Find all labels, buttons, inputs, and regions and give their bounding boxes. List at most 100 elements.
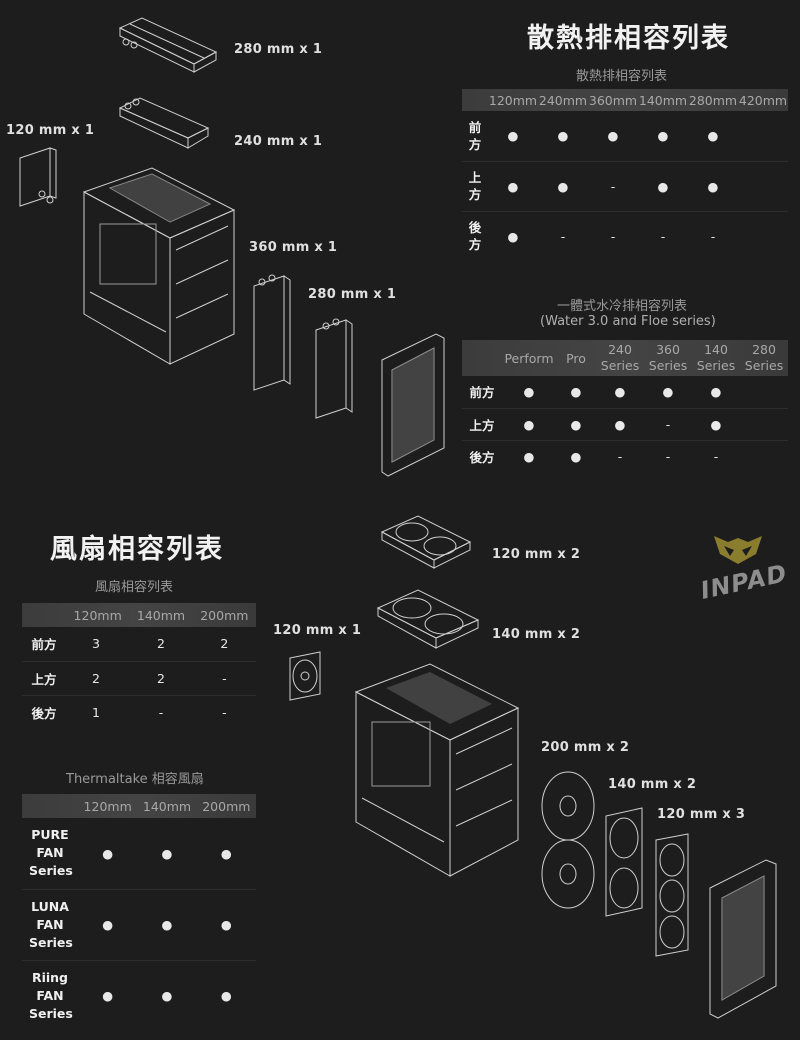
cell: ●	[220, 845, 232, 861]
front-panel-bottom-illustration	[706, 856, 782, 1024]
cell: ●	[523, 448, 535, 464]
cell: ●	[614, 416, 626, 432]
radiator-table-header: 120mm 240mm 360mm 140mm 280mm 420mm	[462, 89, 788, 111]
col-header: 200mm	[200, 607, 249, 623]
cell	[738, 161, 788, 211]
col-header: 360mm	[588, 92, 638, 108]
label-fan-rear-120: 120 mm x 1	[273, 623, 362, 638]
cell: ●	[102, 917, 114, 932]
label-fan-front-120: 120 mm x 3	[657, 807, 746, 822]
aio-subtitle-line1: 一體式水冷排相容列表	[557, 299, 688, 314]
cell: ●	[557, 128, 569, 144]
cell: 3	[92, 636, 100, 652]
cell: -	[158, 704, 164, 720]
fan-table-header: 120mm 140mm 200mm	[22, 603, 256, 627]
cell: ●	[507, 178, 519, 194]
cell: ●	[707, 128, 719, 144]
label-rad-240: 240 mm x 1	[234, 134, 323, 149]
row-header: 後方	[468, 220, 482, 253]
cell: 2	[220, 636, 229, 652]
cell: -	[665, 448, 671, 464]
radiator-120-illustration	[16, 144, 62, 210]
cell: ●	[707, 178, 719, 194]
owl-logo-icon	[714, 536, 762, 564]
col-header: 240mm	[538, 92, 588, 108]
row-header: 後方	[31, 705, 57, 721]
radiator-360-illustration	[250, 272, 296, 396]
row-header: 上方	[31, 671, 57, 687]
cell	[738, 111, 788, 161]
row-header: 前方	[469, 385, 495, 401]
cell: ●	[570, 448, 582, 464]
cell: ●	[523, 384, 535, 400]
cell: -	[610, 178, 616, 194]
fans-front-140-illustration	[602, 804, 646, 920]
label-fan-top-120: 120 mm x 2	[492, 547, 581, 562]
label-fan-top-140: 140 mm x 2	[492, 627, 581, 642]
cell: ●	[507, 128, 519, 144]
row-header: 後方	[469, 449, 495, 465]
cell: -	[617, 448, 623, 464]
cell: -	[660, 228, 666, 244]
table-row: 前方 ● ● ● ● ●	[462, 111, 788, 161]
cell: ●	[710, 416, 722, 432]
tt-subtitle: Thermaltake 相容風扇	[66, 772, 204, 787]
cell: -	[610, 228, 616, 244]
cell: 2	[157, 636, 165, 652]
cell: ●	[607, 128, 619, 144]
inpad-logo: INPAD	[698, 532, 790, 606]
fans-front-200-illustration	[538, 766, 602, 914]
radiator-280-top-illustration	[112, 14, 222, 78]
table-row: 後方 ● - - - -	[462, 211, 788, 261]
col-header: 140mm	[638, 92, 688, 108]
pc-case-bottom-illustration	[352, 660, 530, 886]
cell	[738, 211, 788, 261]
fans-top-140-illustration	[374, 586, 484, 656]
cell: ●	[657, 128, 669, 144]
col-header: 120mm	[73, 607, 122, 623]
cell: ●	[570, 384, 582, 400]
row-header: 上方	[468, 170, 482, 202]
cell: ●	[557, 178, 569, 194]
table-row: LUNA FAN Series ● ● ●	[22, 889, 256, 960]
cell: ●	[523, 416, 535, 432]
cell: -	[560, 228, 566, 244]
col-header: 120mm	[83, 798, 132, 814]
col-header: 140mm	[142, 798, 192, 814]
label-rad-280-front: 280 mm x 1	[308, 287, 397, 302]
pc-case-top-illustration	[80, 164, 250, 374]
front-panel-top-illustration	[378, 330, 452, 480]
cell: ●	[507, 228, 519, 244]
tt-table: 120mm 140mm 200mm PURE FAN Series ● ● ● …	[22, 794, 256, 1031]
col-header: 140mm	[136, 607, 186, 623]
cell: -	[713, 448, 719, 464]
cell: 1	[92, 704, 100, 720]
table-row: 後方 1 - -	[22, 695, 256, 729]
label-fan-front-140: 140 mm x 2	[608, 777, 697, 792]
cell: -	[665, 416, 671, 432]
cell	[740, 376, 788, 408]
tt-table-header: 120mm 140mm 200mm	[22, 794, 256, 818]
row-header: 前方	[468, 119, 482, 152]
col-header: Pro	[566, 350, 586, 366]
row-header: 前方	[31, 637, 57, 653]
cell: ●	[161, 917, 173, 932]
row-header: Riing FAN Series	[29, 969, 73, 1021]
table-row: 上方 ● ● - ● ●	[462, 161, 788, 211]
cell	[740, 408, 788, 440]
table-row: 上方 ● ● ● - ●	[462, 408, 788, 440]
table-row: Riing FAN Series ● ● ●	[22, 960, 256, 1031]
cell: -	[710, 228, 716, 244]
col-header: 200mm	[202, 798, 251, 814]
radiator-table: 120mm 240mm 360mm 140mm 280mm 420mm 前方 ●…	[462, 89, 788, 261]
fans-top-120-illustration	[378, 512, 474, 576]
fan-title: 風扇相容列表	[50, 534, 224, 565]
cell: 2	[157, 670, 165, 686]
row-header: 上方	[469, 417, 495, 433]
col-header: 240 Series	[600, 342, 640, 373]
table-row: 前方 3 2 2	[22, 627, 256, 661]
table-row: 後方 ● ● - - -	[462, 440, 788, 472]
cell: ●	[614, 384, 626, 400]
aio-table-header: Perform Pro 240 Series 360 Series 140 Se…	[462, 340, 788, 376]
label-rad-360: 360 mm x 1	[249, 240, 338, 255]
